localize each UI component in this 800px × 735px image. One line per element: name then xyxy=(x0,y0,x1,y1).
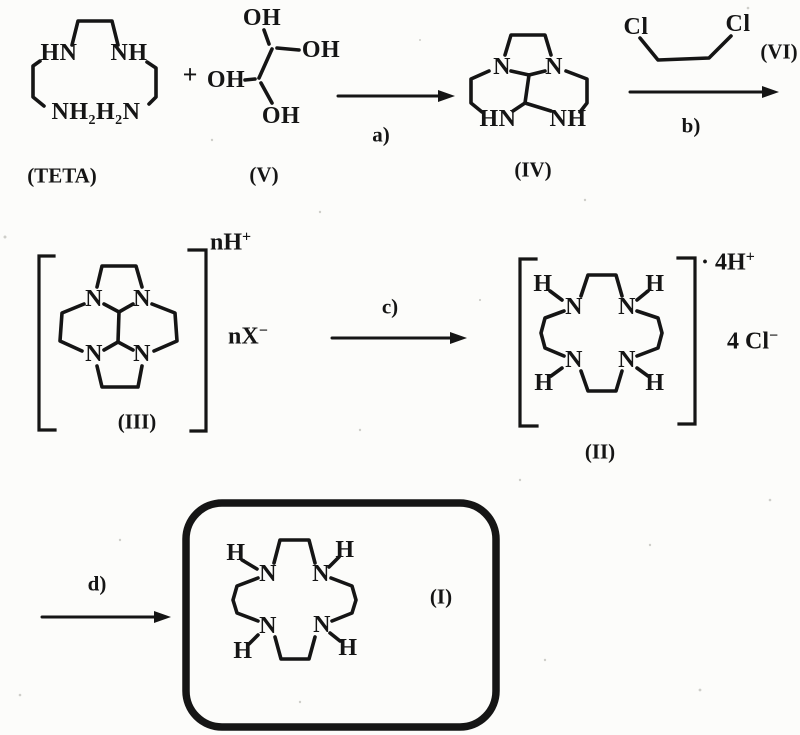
bisaminal-nh: NH xyxy=(549,106,587,132)
aminal-salt-anion-text: nX xyxy=(228,323,259,350)
aminal-salt-anion-charge: nX− xyxy=(228,322,268,350)
cyclam-n-sw: N xyxy=(259,613,277,639)
cyclam-salt-h-sw: H xyxy=(534,370,554,396)
bisaminal-n-right: N xyxy=(545,54,563,80)
glyoxal-oh-bottom: OH xyxy=(261,103,301,129)
glyoxal-oh-top: OH xyxy=(242,5,282,31)
step-c-label: c) xyxy=(381,294,399,319)
cyclam-salt-h-ne: H xyxy=(645,271,665,297)
aminal-salt-brackets xyxy=(37,248,208,433)
teta-atom-hn: HN xyxy=(40,40,78,66)
cyclam-salt-dot: · xyxy=(701,249,710,276)
aminal-salt-structure-bonds xyxy=(58,264,179,389)
aminal-salt-cation-charge: nH+ xyxy=(210,228,252,256)
cyclam-h-nw: H xyxy=(226,540,246,566)
teta-atom-nh: NH xyxy=(110,40,148,66)
scan-speckles xyxy=(3,6,772,704)
dce-cl-right: Cl xyxy=(725,11,751,37)
cyclam-n-nw: N xyxy=(259,561,277,587)
aminal-salt-anion-sign: − xyxy=(258,322,268,340)
arrow-c xyxy=(330,332,467,344)
cyclam-salt-cation-text: 4H xyxy=(715,249,746,276)
product-box xyxy=(182,499,500,731)
dce-cl-left: Cl xyxy=(623,14,649,40)
teta-bottom-subscript-left: 2 xyxy=(88,113,96,128)
cyclam-n-ne: N xyxy=(312,561,330,587)
cyclam-salt-h-nw: H xyxy=(533,271,553,297)
step-a-label: a) xyxy=(372,122,390,147)
cyclam-salt-n-ne: N xyxy=(618,294,636,320)
cyclam-salt-n-nw: N xyxy=(565,294,583,320)
aminal-salt-n-nw: N xyxy=(85,286,103,312)
bisaminal-label: (IV) xyxy=(514,157,552,182)
bisaminal-hn: HN xyxy=(479,106,517,132)
aminal-salt-n-se: N xyxy=(133,341,151,367)
cyclam-label: (I) xyxy=(429,584,453,609)
teta-bottom-subscript-right: 2 xyxy=(115,113,123,128)
aminal-salt-n-ne: N xyxy=(133,286,151,312)
cyclam-n-se: N xyxy=(313,612,331,638)
cyclam-salt-cation-charge: ·4H+ xyxy=(701,248,755,276)
cyclam-h-se: H xyxy=(338,635,358,661)
cyclam-salt-label: (II) xyxy=(584,439,616,464)
cyclam-salt-h-se: H xyxy=(645,370,665,396)
glyoxal-label: (V) xyxy=(249,162,279,187)
arrow-d xyxy=(40,611,171,623)
dce-label: (VI) xyxy=(760,39,798,64)
teta-bottom-nh: NH xyxy=(51,99,89,125)
cyclam-salt-anion-sign: − xyxy=(769,327,779,345)
plus-sign: + xyxy=(182,60,198,89)
teta-bottom-n: N xyxy=(122,99,141,125)
aminal-salt-cation-text: nH xyxy=(210,229,243,256)
glyoxal-structure-bonds xyxy=(243,28,301,105)
cyclam-h-ne: H xyxy=(335,537,355,563)
cyclam-salt-n-se: N xyxy=(618,347,636,373)
teta-structure-bonds xyxy=(31,19,158,108)
glyoxal-oh-left: OH xyxy=(206,67,246,93)
bisaminal-n-left: N xyxy=(493,54,511,80)
cyclam-salt-n-sw: N xyxy=(565,347,583,373)
aminal-salt-n-sw: N xyxy=(85,341,103,367)
arrow-a xyxy=(336,90,455,102)
cyclam-structure-bonds xyxy=(231,538,358,661)
dichloroethane-structure-bonds xyxy=(638,34,733,62)
cyclam-h-sw: H xyxy=(233,638,253,664)
cyclam-salt-structure-bonds xyxy=(539,273,664,393)
teta-label: (TETA) xyxy=(27,163,97,188)
step-d-label: d) xyxy=(87,571,107,596)
teta-bottom-h: H xyxy=(95,99,116,125)
bisaminal-structure-bonds xyxy=(469,33,589,114)
cyclam-salt-cation-sign: + xyxy=(745,248,755,266)
glyoxal-oh-right: OH xyxy=(301,37,341,63)
arrow-b xyxy=(628,86,779,98)
cyclam-salt-anion-charge: 4 Cl− xyxy=(727,327,779,355)
step-b-label: b) xyxy=(681,113,701,138)
cyclam-salt-anion-text: 4 Cl xyxy=(727,328,769,355)
aminal-salt-cation-sign: + xyxy=(242,228,252,246)
aminal-salt-label: (III) xyxy=(117,409,157,434)
teta-bottom-amine-chain: NH2H2N xyxy=(51,100,140,128)
cyclam-salt-brackets xyxy=(518,256,697,428)
